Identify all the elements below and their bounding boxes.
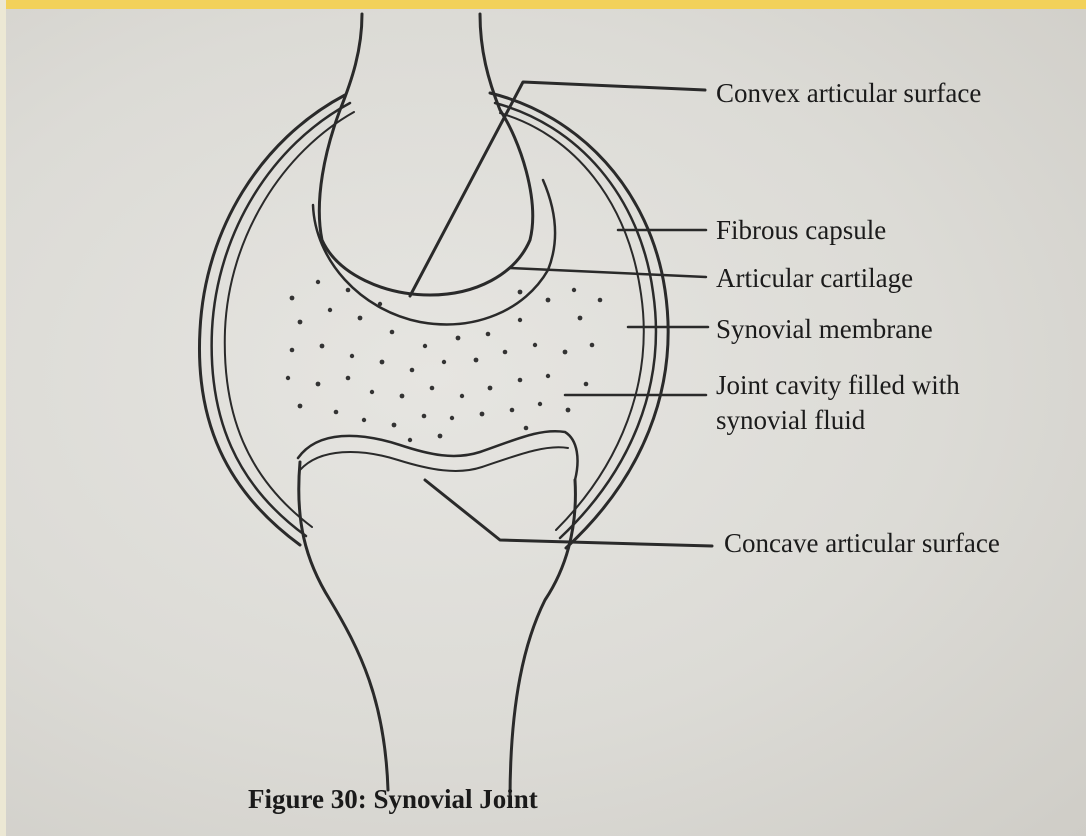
leader-concave-articular-surface xyxy=(425,480,712,546)
synovial-membrane-left xyxy=(225,112,354,527)
leader-articular-cartilage xyxy=(510,268,706,277)
lower-articular-cartilage-bottom xyxy=(300,447,568,471)
lower-bone-left xyxy=(299,462,388,790)
synovial-fluid-dots xyxy=(286,280,603,442)
label-concave-articular-surface: Concave articular surface xyxy=(724,527,1000,560)
upper-bone-shaft xyxy=(319,14,532,295)
label-joint-cavity-line1: Joint cavity filled with xyxy=(716,369,960,402)
label-fibrous-capsule: Fibrous capsule xyxy=(716,214,886,247)
label-synovial-membrane: Synovial membrane xyxy=(716,313,933,346)
lower-bone-right xyxy=(510,480,575,800)
label-articular-cartilage: Articular cartilage xyxy=(716,262,913,295)
label-joint-cavity-line2: synovial fluid xyxy=(716,404,865,437)
label-convex-articular-surface: Convex articular surface xyxy=(716,77,981,110)
figure-caption: Figure 30: Synovial Joint xyxy=(248,784,538,815)
lower-articular-cartilage-top xyxy=(298,431,578,480)
